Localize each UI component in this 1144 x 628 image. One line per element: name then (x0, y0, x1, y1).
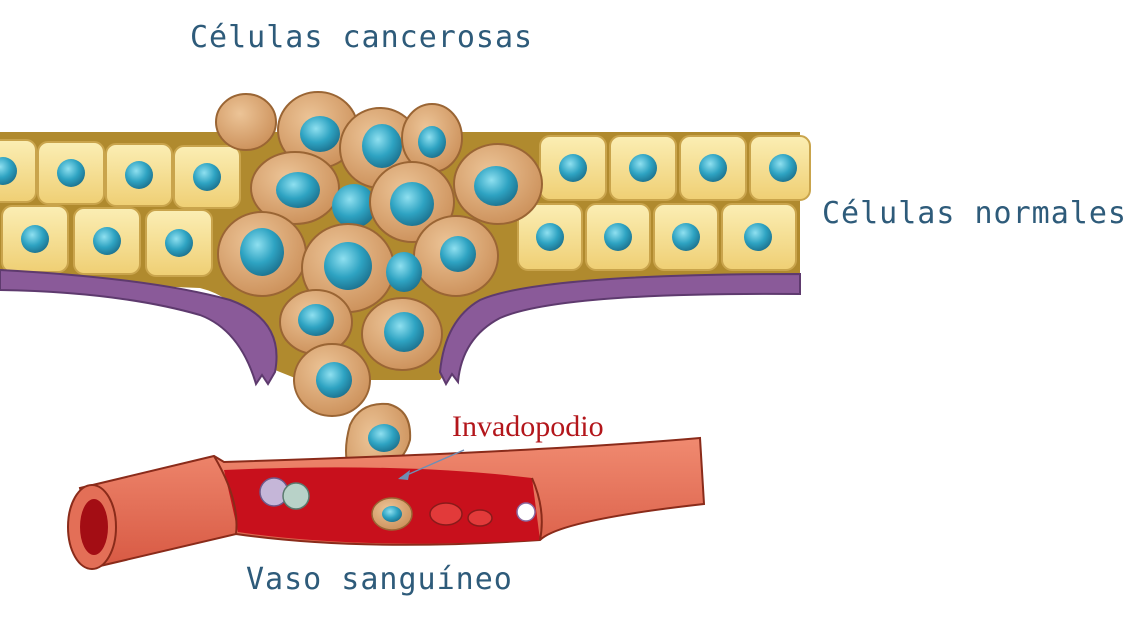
normal-cell (585, 203, 651, 271)
normal-cell (105, 143, 173, 207)
normal-cell (145, 209, 213, 277)
nucleus (193, 163, 221, 191)
normal-cell (0, 139, 37, 203)
basement-membrane-left (0, 268, 278, 387)
cancer-cells (215, 91, 543, 500)
nucleus (165, 229, 193, 257)
blood-cells (259, 477, 536, 531)
nucleus (240, 228, 284, 276)
cancer-cell (386, 252, 422, 292)
cancer-cell (215, 93, 277, 151)
cancer-cell (332, 184, 376, 228)
nucleus (316, 362, 352, 398)
nucleus (699, 154, 727, 182)
cancer-cell (361, 297, 443, 371)
normal-cell (173, 145, 241, 209)
nucleus (629, 154, 657, 182)
nucleus (125, 161, 153, 189)
label-cancer-cells: Células cancerosas (190, 20, 534, 55)
red-blood-cell (429, 502, 463, 526)
cancer-cell (217, 211, 307, 297)
nucleus (384, 312, 424, 352)
normal-cells-right (517, 135, 811, 271)
normal-cell (73, 207, 141, 275)
cancer-cell (453, 143, 543, 225)
nucleus (536, 223, 564, 251)
normal-cell (721, 203, 797, 271)
normal-cell (653, 203, 719, 271)
nucleus (440, 236, 476, 272)
nucleus (559, 154, 587, 182)
nucleus (298, 304, 334, 336)
cancer-cell (293, 343, 371, 417)
normal-cell (679, 135, 747, 201)
nucleus (276, 172, 320, 208)
blood-vessel (67, 436, 706, 570)
nucleus (744, 223, 772, 251)
cancer-cell (277, 91, 359, 169)
normal-cells-left (0, 139, 241, 277)
circulating-cancer-cell (371, 497, 413, 531)
vessel-lumen-opening (80, 499, 108, 555)
nucleus (324, 242, 372, 290)
nucleus (672, 223, 700, 251)
invadopodium-pointer-line (399, 449, 465, 479)
nucleus (0, 157, 17, 185)
nucleus (332, 184, 376, 228)
nucleus (386, 252, 422, 292)
normal-cell (517, 203, 583, 271)
cancer-cell (413, 215, 499, 297)
normal-cell (749, 135, 811, 201)
white-blood-cell (282, 482, 310, 510)
nucleus (362, 124, 402, 168)
normal-cell (539, 135, 607, 201)
nucleus (390, 182, 434, 226)
label-normal-cells: Células normales (822, 196, 1127, 231)
nucleus (300, 116, 340, 152)
nucleus (604, 223, 632, 251)
red-blood-cell (467, 509, 493, 527)
nucleus (769, 154, 797, 182)
normal-cell (37, 141, 105, 205)
label-blood-vessel: Vaso sanguíneo (246, 562, 513, 597)
nucleus (474, 166, 518, 206)
nucleus (57, 159, 85, 187)
normal-cell (609, 135, 677, 201)
nucleus (93, 227, 121, 255)
label-invadopodium: Invadopodio (452, 410, 604, 443)
cancer-cell (250, 151, 340, 225)
platelet (516, 502, 536, 522)
normal-cell (1, 205, 69, 273)
basement-membrane-right (438, 272, 801, 387)
invadopodium-pointer-arrow (398, 470, 410, 480)
nucleus (21, 225, 49, 253)
nucleus (368, 424, 400, 452)
nucleus (418, 126, 446, 158)
